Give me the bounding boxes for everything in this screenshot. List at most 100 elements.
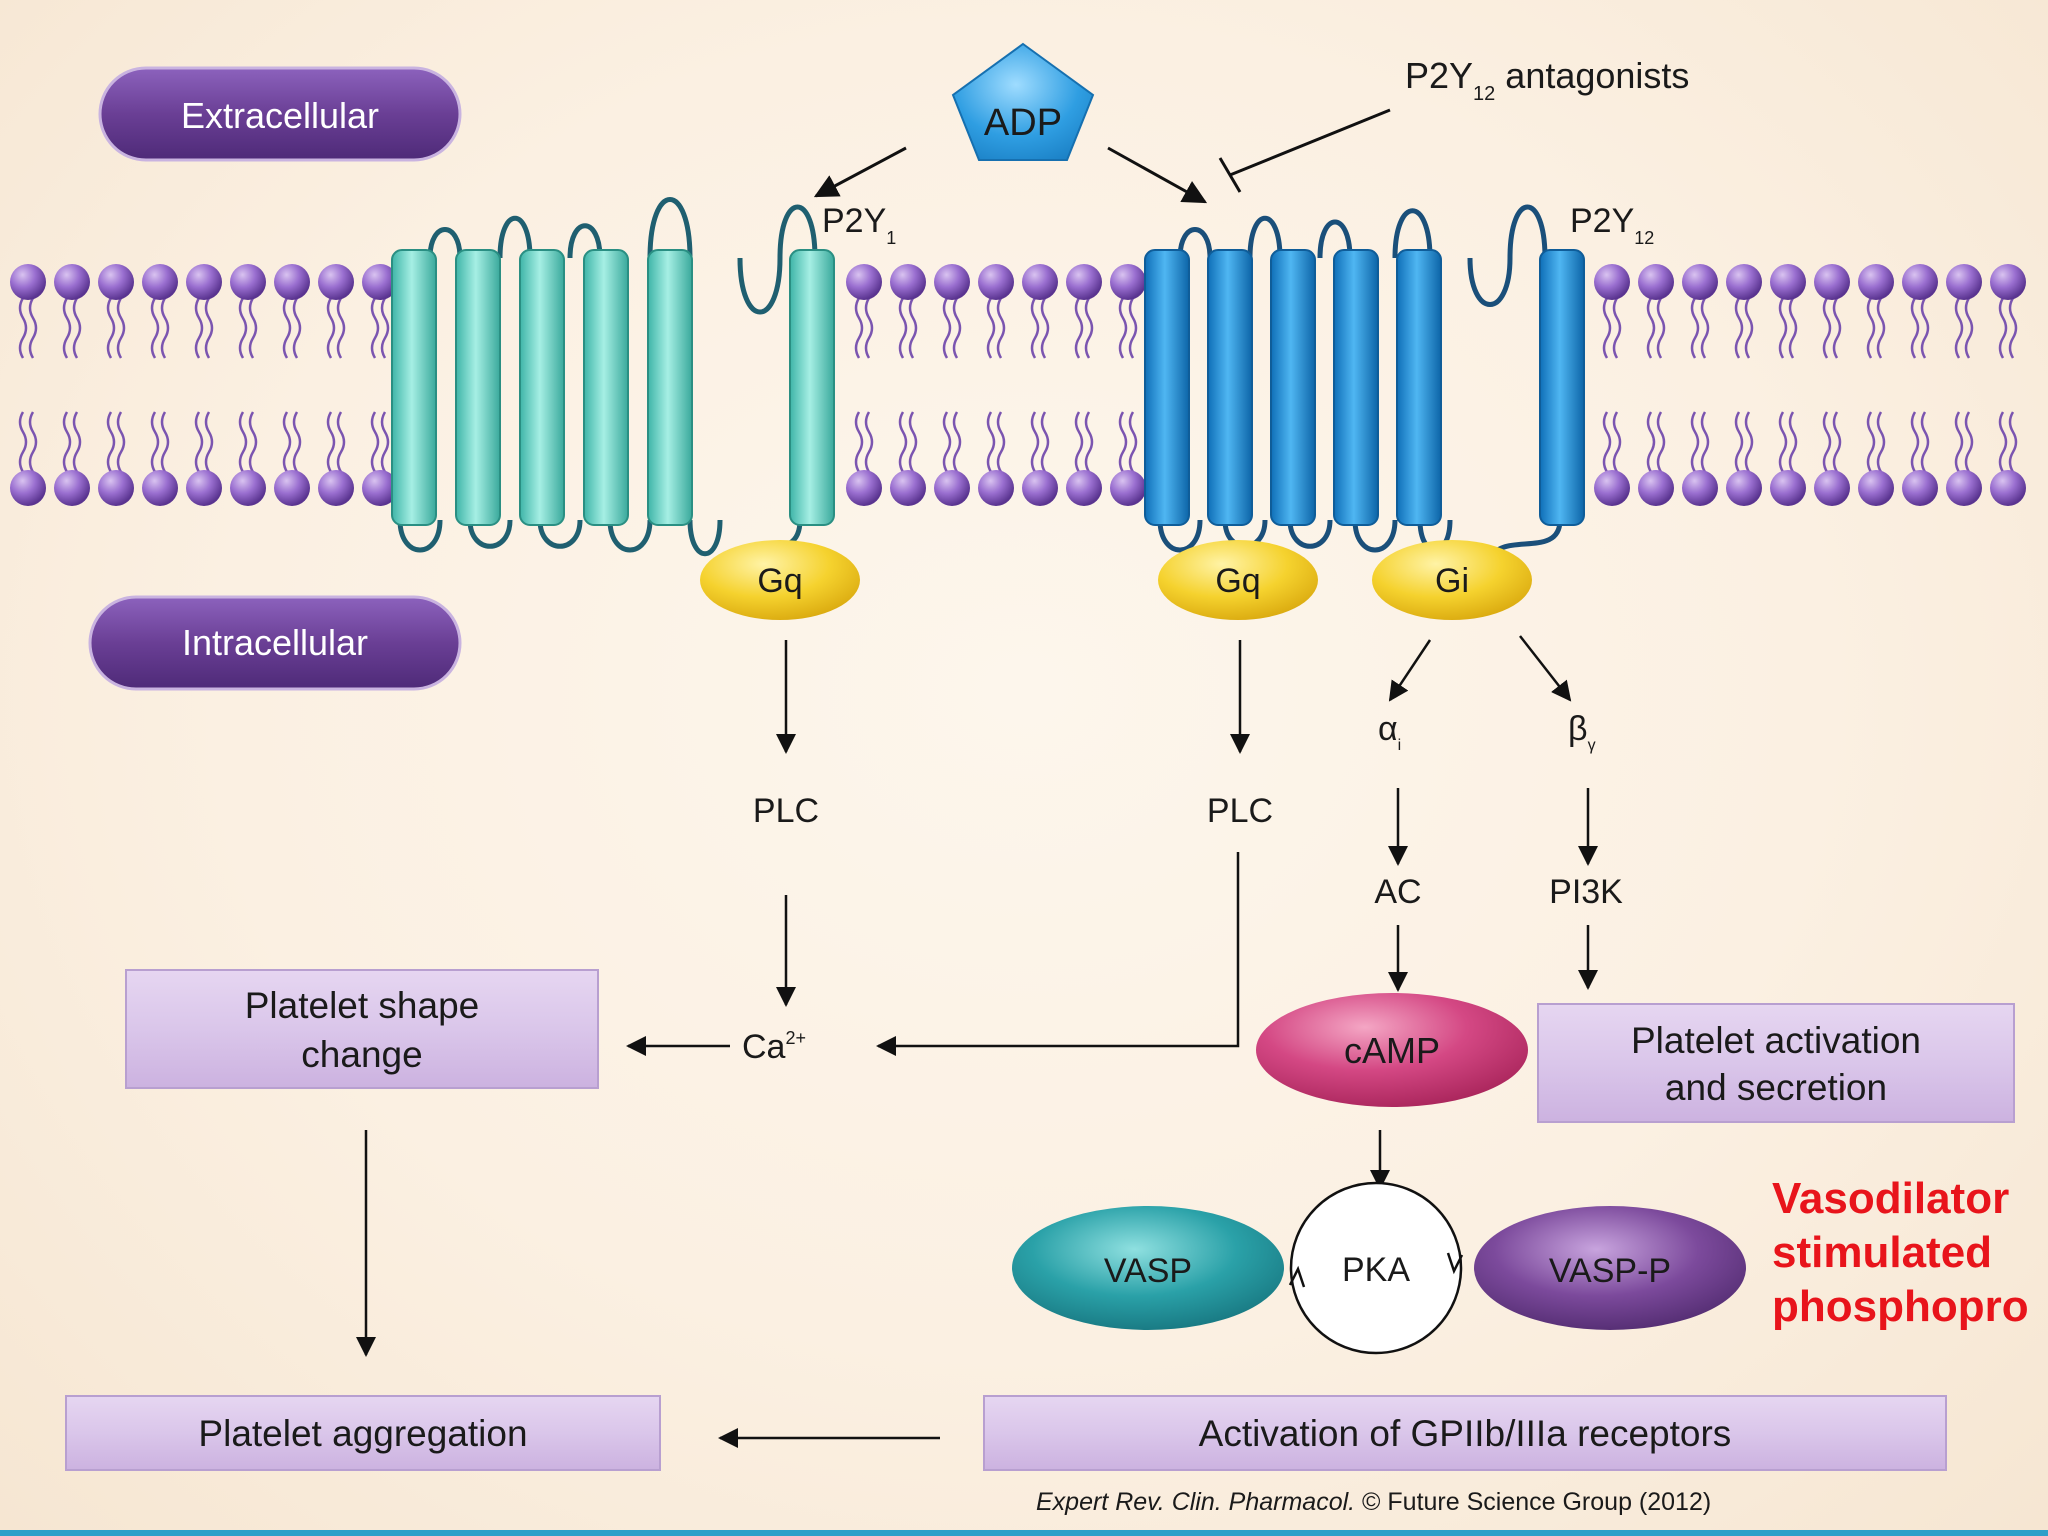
lipid-head-outer (228, 262, 268, 360)
lipid-head-outer (1812, 262, 1852, 360)
lipid-head-outer (316, 262, 356, 360)
platelet-activation-secretion-box: Platelet activation and secretion (1537, 1003, 2015, 1123)
note-line-1: Vasodilator (1772, 1174, 2010, 1223)
lipid-head-outer (1680, 262, 1720, 360)
lipid-head-outer (8, 262, 48, 360)
source-credit: Expert Rev. Clin. Pharmacol. © Future Sc… (1036, 1488, 1711, 1517)
svg-text:cAMP: cAMP (1344, 1030, 1440, 1071)
svg-text:VASP-P: VASP-P (1549, 1252, 1671, 1290)
lipid-head-inner (1724, 410, 1764, 508)
journal-name: Expert Rev. Clin. Pharmacol. (1036, 1488, 1356, 1516)
p2y12-antagonists-label: P2Y12 antagonists (1405, 55, 1689, 105)
alpha-i-label: αi (1378, 710, 1401, 754)
svg-text:VASP: VASP (1104, 1252, 1192, 1290)
svg-text:P2Y12: P2Y12 (1570, 202, 1654, 248)
lipid-head-inner (976, 410, 1016, 508)
camp-molecule: cAMP (1256, 993, 1528, 1107)
beta-gamma-label: βγ (1568, 710, 1596, 754)
bottom-accent-bar (0, 1530, 2048, 1536)
lipid-head-inner (1812, 410, 1852, 508)
lipid-head-inner (228, 410, 268, 508)
lipid-head-inner (1768, 410, 1808, 508)
lipid-head-outer (932, 262, 972, 360)
lipid-head-inner (1108, 410, 1148, 508)
lipid-head-inner (316, 410, 356, 508)
lipid-head-inner (1988, 410, 2028, 508)
gi-to-alpha-arrow (1388, 639, 1432, 702)
lipid-head-outer (1020, 262, 1060, 360)
svg-text:P2Y1: P2Y1 (822, 202, 896, 248)
lipid-head-outer (272, 262, 312, 360)
note-line-3: phosphopro (1772, 1282, 2029, 1331)
lipid-head-outer (844, 262, 884, 360)
svg-text:Platelet aggregation: Platelet aggregation (198, 1413, 527, 1454)
gi-protein: Gi (1372, 540, 1532, 620)
adp-to-p2y1-arrow (813, 146, 907, 198)
lipid-head-outer (976, 262, 1016, 360)
lipid-head-outer (1900, 262, 1940, 360)
svg-text:PKA: PKA (1342, 1251, 1410, 1289)
svg-text:Ca2+: Ca2+ (742, 1028, 806, 1066)
pka-cycle: PKA (1288, 1181, 1464, 1355)
lipid-head-inner (1064, 410, 1104, 508)
svg-text:Gi: Gi (1435, 562, 1469, 600)
svg-text:Gq: Gq (1215, 562, 1260, 600)
platelet-shape-change-box: Platelet shape change (125, 969, 599, 1089)
lipid-head-inner (1680, 410, 1720, 508)
lipid-head-inner (1944, 410, 1984, 508)
lipid-head-outer (1592, 262, 1632, 360)
lipid-head-inner (1636, 410, 1676, 508)
svg-text:Activation of GPIIb/IIIa recep: Activation of GPIIb/IIIa receptors (1199, 1413, 1732, 1454)
note-line-2: stimulated (1772, 1228, 1993, 1277)
vasp-annotation: Vasodilator stimulated phosphopro (1772, 1172, 2048, 1334)
svg-text:Platelet activation: Platelet activation (1631, 1020, 1921, 1061)
pi3k-label: PI3K (1549, 873, 1623, 911)
lipid-head-inner (1592, 410, 1632, 508)
gq-mid-protein: Gq (1158, 540, 1318, 620)
lipid-head-outer (888, 262, 928, 360)
svg-text:Intracellular: Intracellular (182, 622, 368, 663)
lipid-head-outer (1944, 262, 1984, 360)
lipid-head-inner (932, 410, 972, 508)
lipid-head-inner (844, 410, 884, 508)
vasp-p-molecule: VASP-P (1474, 1206, 1746, 1330)
p2y1-label: P2Y1 (822, 202, 896, 248)
svg-text:change: change (301, 1034, 422, 1075)
lipid-head-outer (1988, 262, 2028, 360)
lipid-head-inner (1856, 410, 1896, 508)
svg-text:and secretion: and secretion (1665, 1067, 1887, 1108)
lipid-head-inner (888, 410, 928, 508)
lipid-head-inner (1020, 410, 1060, 508)
p2y1-receptor (391, 197, 835, 557)
svg-text:Extracellular: Extracellular (181, 95, 379, 136)
extracellular-label: Extracellular (98, 66, 462, 162)
svg-text:Gq: Gq (757, 562, 802, 600)
copyright-text: © Future Science Group (2012) (1355, 1488, 1712, 1516)
gi-to-beta-arrow (1519, 635, 1572, 702)
svg-text:αi: αi (1378, 710, 1401, 754)
ac-label: AC (1374, 873, 1421, 911)
lipid-head-inner (52, 410, 92, 508)
lipid-head-outer (1108, 262, 1148, 360)
lipid-head-outer (1856, 262, 1896, 360)
lipid-head-inner (96, 410, 136, 508)
svg-text:P2Y12 antagonists: P2Y12 antagonists (1405, 55, 1689, 105)
vasp-molecule: VASP (1012, 1206, 1284, 1330)
lipid-head-outer (1636, 262, 1676, 360)
lipid-head-inner (8, 410, 48, 508)
lipid-head-outer (96, 262, 136, 360)
adp-molecule: ADP (951, 42, 1095, 161)
lipid-head-outer (140, 262, 180, 360)
lipid-head-inner (140, 410, 180, 508)
platelet-aggregation-box: Platelet aggregation (65, 1395, 661, 1471)
intracellular-label: Intracellular (88, 595, 462, 691)
lipid-head-outer (1064, 262, 1104, 360)
calcium-label: Ca2+ (742, 1028, 806, 1066)
plc-left-label: PLC (753, 792, 819, 830)
lipid-head-outer (184, 262, 224, 360)
p2y12-label: P2Y12 (1570, 202, 1654, 248)
svg-text:ADP: ADP (984, 102, 1062, 144)
gpiib-iiia-activation-box: Activation of GPIIb/IIIa receptors (983, 1395, 1947, 1471)
lipid-head-outer (52, 262, 92, 360)
